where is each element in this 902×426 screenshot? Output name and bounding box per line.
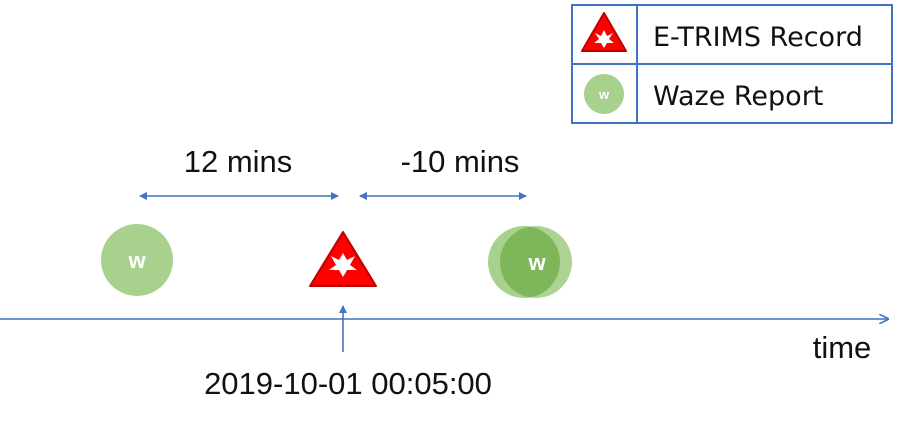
waze-report-marker-left: w: [101, 224, 173, 296]
legend-waze-circle-icon: w: [584, 74, 624, 114]
time-axis-label: time: [813, 330, 872, 365]
legend-explosion-warning-triangle-icon: [581, 12, 627, 52]
legend: E-TRIMS Record w Waze Report: [571, 4, 893, 124]
etrims-record-marker: [309, 231, 377, 287]
svg-text:w: w: [527, 250, 546, 275]
svg-text:w: w: [127, 248, 146, 273]
legend-label-waze: Waze Report: [653, 81, 823, 112]
legend-label-etrims: E-TRIMS Record: [653, 22, 863, 53]
anchor-time-label: 2019-10-01 00:05:00: [204, 366, 492, 401]
interval-label-before: 12 mins: [184, 144, 293, 179]
waze-report-marker-right: w: [488, 226, 572, 298]
interval-label-after: -10 mins: [401, 144, 520, 179]
svg-text:w: w: [598, 87, 610, 102]
